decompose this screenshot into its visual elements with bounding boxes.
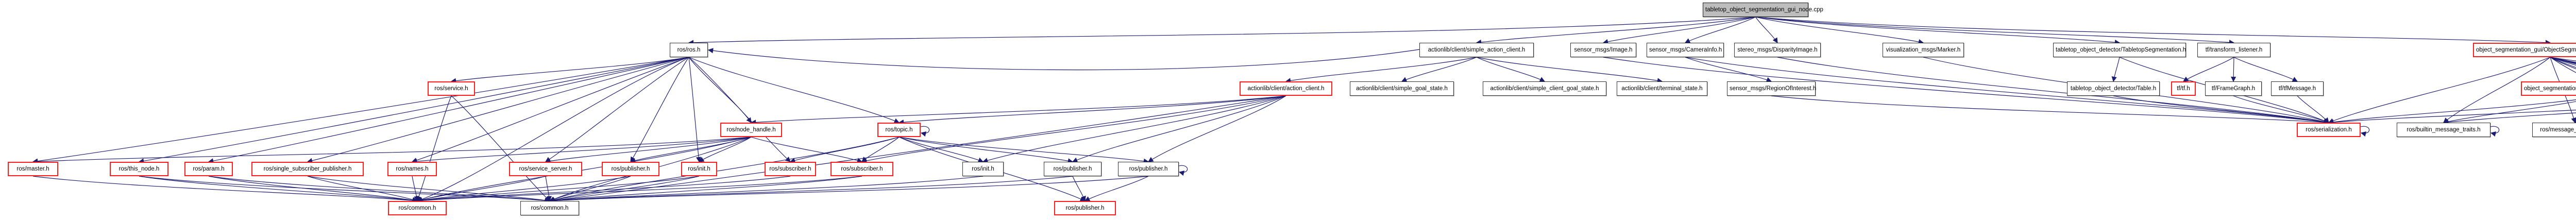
graph-node-pub1[interactable]: ros/publisher.h	[602, 162, 659, 176]
graph-node-osga[interactable]: object_segmentation_gui/ObjectSegmentati…	[2473, 43, 2576, 57]
graph-node-sub1[interactable]: ros/subscriber.h	[765, 162, 816, 176]
graph-node-marker[interactable]: visualization_msgs/Marker.h	[1883, 43, 1964, 57]
graph-node-pub3[interactable]: ros/publisher.h	[1118, 162, 1179, 176]
graph-node-roi[interactable]: sensor_msgs/RegionOfInterest.h	[1727, 81, 1816, 96]
graph-node-mop[interactable]: ros/message_operations.h	[2532, 123, 2576, 137]
graph-node-mas[interactable]: ros/master.h	[8, 162, 58, 176]
graph-node-scgs[interactable]: actionlib/client/simple_client_goal_stat…	[1483, 81, 1606, 96]
graph-node-img[interactable]: sensor_msgs/Image.h	[1570, 43, 1636, 57]
graph-node-tfmsg[interactable]: tf/tfMessage.h	[2271, 81, 2324, 96]
graph-node-disp[interactable]: stereo_msgs/DisparityImage.h	[1734, 43, 1821, 57]
graph-node-init2[interactable]: ros/init.h	[962, 162, 1004, 176]
graph-node-tseg[interactable]: tabletop_object_detector/TabletopSegment…	[2053, 43, 2186, 57]
graph-node-sub2[interactable]: ros/subscriber.h	[831, 162, 893, 176]
graph-node-com2[interactable]: ros/common.h	[520, 201, 579, 215]
graph-node-cam[interactable]: sensor_msgs/CameraInfo.h	[1647, 43, 1724, 57]
graph-node-com1[interactable]: ros/common.h	[388, 201, 447, 215]
graph-node-ros_ros[interactable]: ros/ros.h	[670, 43, 708, 57]
graph-node-tffg[interactable]: tf/FrameGraph.h	[2205, 81, 2262, 96]
graph-node-par[interactable]: ros/param.h	[184, 162, 233, 176]
graph-node-r1: tabletop_object_segmentation_gui_node.cp…	[1703, 3, 1823, 17]
graph-node-table[interactable]: tabletop_object_detector/Table.h	[2067, 81, 2160, 96]
graph-node-svc[interactable]: ros/service.h	[428, 81, 475, 96]
graph-node-sac[interactable]: actionlib/client/simple_action_client.h	[1419, 43, 1534, 57]
graph-node-tftf[interactable]: tf/tf.h	[2171, 81, 2196, 96]
graph-node-topic[interactable]: ros/topic.h	[877, 123, 921, 137]
graph-node-sgs[interactable]: actionlib/client/simple_goal_state.h	[1350, 81, 1454, 96]
graph-node-nh[interactable]: ros/node_handle.h	[720, 123, 782, 137]
graph-node-tfl[interactable]: tf/transform_listener.h	[2197, 43, 2270, 57]
graph-node-pub4[interactable]: ros/publisher.h	[1054, 201, 1116, 215]
graph-node-term[interactable]: actionlib/client/terminal_state.h	[1617, 81, 1707, 96]
graph-node-nam[interactable]: ros/names.h	[387, 162, 437, 176]
graph-node-ser[interactable]: ros/serialization.h	[2297, 123, 2361, 137]
graph-node-ssrv[interactable]: ros/service_server.h	[509, 162, 582, 176]
graph-node-tn[interactable]: ros/this_node.h	[110, 162, 168, 176]
graph-node-acl[interactable]: actionlib/client/action_client.h	[1240, 81, 1332, 96]
graph-node-ssp[interactable]: ros/single_subscriber_publisher.h	[251, 162, 364, 176]
graph-node-pub2[interactable]: ros/publisher.h	[1044, 162, 1101, 176]
graph-node-osgr[interactable]: object_segmentation_gui/ObjectSegmentati…	[2521, 81, 2576, 96]
graph-node-init1[interactable]: ros/init.h	[681, 162, 717, 176]
graph-node-bmt[interactable]: ros/builtin_message_traits.h	[2397, 123, 2490, 137]
